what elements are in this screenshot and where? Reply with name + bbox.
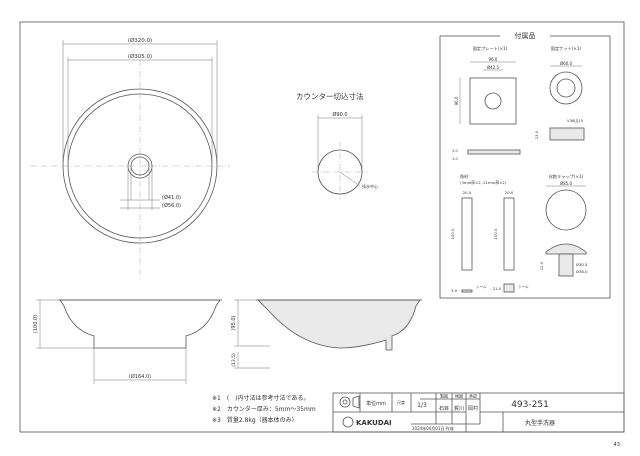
page-number: 43 (614, 442, 620, 448)
name-drafted: 石目 (439, 406, 449, 412)
scale-label: 尺度 (397, 399, 405, 405)
counter-cutout-view: カウンター切込寸法 Ø90.0 排水中心 (296, 91, 378, 200)
accessories-border (439, 35, 611, 299)
spacer-thick-width: 20.0 (505, 190, 514, 195)
name-approved: 岡村 (468, 405, 478, 412)
projection-symbol (339, 396, 351, 408)
sheet-border (19, 21, 625, 433)
cap-side (545, 243, 587, 255)
spacer-thin-width: 20.0 (463, 190, 472, 195)
cap-stem-dim: Ø30.5 (576, 262, 588, 267)
dim-cutout-dia: Ø90.0 (332, 111, 347, 118)
fixing-nut-label: 固定ナット(×1) (551, 45, 582, 52)
note-3: ※3 質量2.8kg（器本体のみ） (212, 416, 298, 424)
brand-name: KAKUDAI (356, 419, 392, 427)
drain-center-note: 排水中心 (362, 183, 378, 189)
spacer-thick (503, 197, 515, 271)
note-1: ※1 ( )内寸法は参考寸法である。 (212, 394, 309, 402)
created-date: 2024年04月01日 作成 (412, 425, 454, 431)
note-2: ※2 カウンター厚み：5mm〜35mm (212, 405, 316, 413)
plate-width-dim: 96.0 (489, 57, 498, 62)
section-body (257, 299, 421, 351)
brand-logo-icon (342, 416, 354, 428)
header-drafted: 製図 (440, 393, 448, 399)
cap-dia-dim: Ø85.0 (560, 181, 573, 186)
spacer-sub: (3mm厚×2, 21mm厚×2) (460, 180, 507, 185)
nut-thread-dim: Ⅴ36山15 (567, 118, 584, 123)
spacer-thin-thick: 3.0 (451, 288, 458, 293)
dim-outer-dia: (Ø320.0) (128, 37, 152, 44)
notes-block: ※1 ( )内寸法は参考寸法である。 ※2 カウンター厚み：5mm〜35mm ※… (212, 394, 316, 424)
unit-label: 単位mm (366, 400, 386, 407)
dim-drain-outer: (Ø56.0) (162, 202, 181, 209)
spacer-label: 角材 (460, 173, 468, 179)
spacer-seal-1: シール (476, 285, 487, 289)
basin-section-view: (95.0) (13.5) (231, 299, 422, 369)
dim-height: (100.0) (33, 315, 39, 333)
plate-height-dim: 96.0 (454, 96, 459, 105)
name-checked: 賀川 (454, 405, 464, 412)
nut-dia-dim: Ø60.0 (560, 61, 573, 66)
counter-cut-title: カウンター切込寸法 (296, 91, 364, 101)
header-approved: 承認 (469, 393, 477, 399)
spacer-seal-2: シール (518, 285, 529, 289)
side-outline (59, 299, 221, 349)
plate-hole-dim: Ø42.5 (487, 65, 500, 70)
fixing-plate-label: 固定プレート(×1) (473, 45, 508, 52)
spacer-thick-length: 100.0 (493, 228, 498, 239)
cap-ring-dim: Ø38.0 (576, 269, 588, 274)
fixing-nut (549, 71, 583, 105)
cap-height-dim: 12.0 (539, 261, 544, 270)
spacer-thin (461, 197, 473, 271)
header-checked: 検図 (455, 393, 463, 399)
dim-inner-height: (95.0) (231, 315, 237, 330)
plate-depth-dim: 2.0 (452, 157, 458, 161)
accessories-title: 付属品 (515, 31, 536, 40)
scale-value: 1/3 (417, 402, 427, 409)
fixing-plate (469, 77, 517, 125)
spacer-thin-length: 100.0 (450, 228, 455, 239)
plate-side (467, 149, 521, 155)
accessories-panel: 付属品 固定プレート(×1) 96.0 Ø42.5 96.0 5.0 2.0 固… (439, 30, 611, 299)
spacer-thick-thick: 21.0 (493, 286, 502, 291)
dim-drain-inner: (Ø41.0) (162, 194, 181, 201)
nut-height-dim: 13.0 (534, 130, 539, 139)
part-number: 493-251 (511, 400, 549, 410)
dim-inner-dia: (Ø305.0) (128, 53, 152, 60)
cap-label: 化粧キャップ(×1) (549, 173, 584, 180)
nut-side (549, 127, 585, 141)
cap-top (545, 189, 587, 231)
title-block: 単位mm 尺度 1/3 製図 検図 承認 石目 賀川 岡村 KAKUDAI 20… (332, 393, 625, 433)
basin-top-view: (Ø320.0) (Ø305.0) (Ø41.0) (Ø56.0) (30, 37, 230, 278)
dim-base-height: (13.5) (231, 353, 237, 367)
dim-base-dia: (Ø164.0) (129, 373, 151, 380)
product-name: 丸型手洗器 (525, 419, 555, 427)
plate-thick-dim: 5.0 (452, 149, 458, 153)
basin-side-view: (100.0) (Ø164.0) (33, 299, 222, 384)
